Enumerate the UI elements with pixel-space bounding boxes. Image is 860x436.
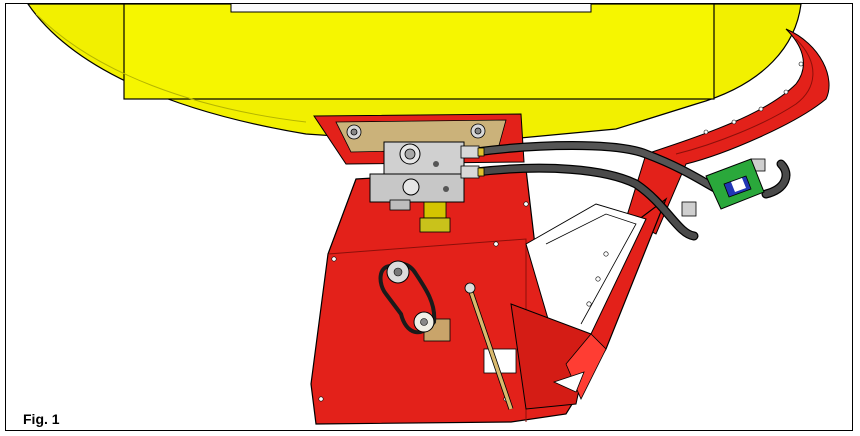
figure-caption: Fig. 1 [23,411,60,427]
spreader-drawing [27,4,830,425]
figure-frame: Fig. 1 [5,3,853,431]
main-housing [310,168,668,425]
adjust-rod [464,282,514,410]
belt-drive [378,260,437,335]
hose-fittings [460,145,766,217]
spinner-guard [625,28,830,235]
hydraulic-hoses [471,141,791,241]
valve-block [369,141,465,211]
flange-bolts [346,123,486,140]
hopper [27,4,802,145]
flow-sensor [705,158,765,210]
